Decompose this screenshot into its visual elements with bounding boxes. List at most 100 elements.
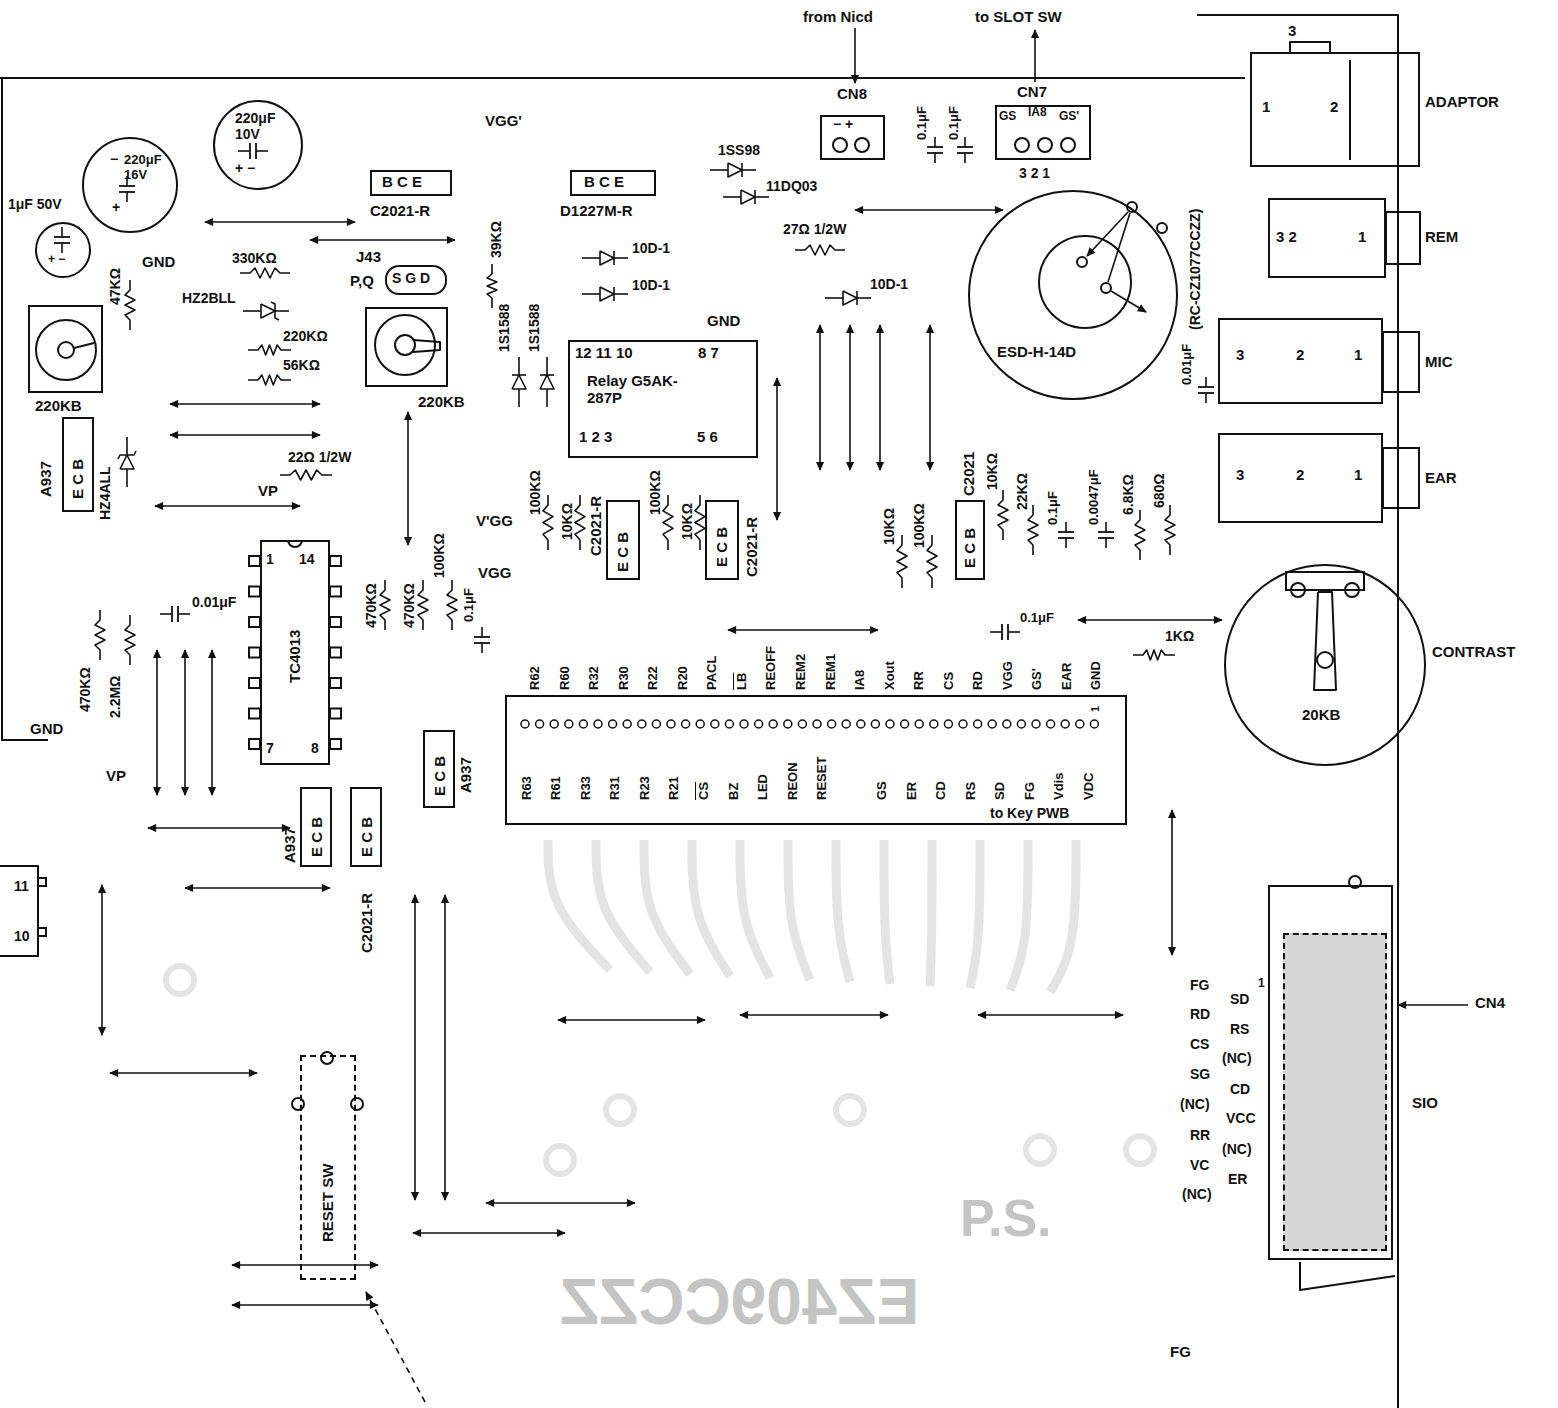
capacitor-lead — [1105, 522, 1107, 532]
trimmer-wiper — [74, 343, 94, 348]
component-text: RD — [971, 671, 984, 690]
double-arrow — [414, 895, 416, 1200]
jack: 12ADAPTOR — [1245, 45, 1505, 170]
part-label: ER — [1228, 1171, 1247, 1187]
component-text: TC4013 — [287, 630, 302, 683]
diode-lead — [126, 469, 128, 487]
component-text: FG — [1023, 782, 1036, 800]
double-arrow — [929, 325, 931, 470]
component-text: 220μF 10V — [235, 110, 281, 142]
part-label: 1SS98 — [718, 142, 760, 158]
part-label: 10D-1 — [632, 277, 670, 293]
component-text: 14 — [299, 551, 315, 567]
component-text: GS' — [1030, 668, 1043, 690]
resistor-symbol — [927, 535, 937, 588]
component-text: 8 — [311, 740, 319, 756]
resistor-symbol — [248, 375, 291, 385]
pale-pad — [606, 1096, 634, 1124]
double-arrow — [776, 378, 778, 520]
part-label: 100KΩ — [912, 503, 926, 548]
diode-lead — [518, 389, 520, 407]
component-text: R30 — [617, 666, 630, 690]
board-edge — [0, 77, 1245, 79]
connector-pin — [623, 720, 631, 728]
component-text: SD — [993, 782, 1006, 800]
part-label: GND — [142, 253, 175, 270]
diode-symbol — [843, 291, 857, 305]
part-label: 10D-1 — [870, 276, 908, 292]
switch-contact — [1157, 223, 1167, 233]
pale-trace — [644, 840, 690, 974]
part-label: V'GG — [476, 512, 513, 529]
diode-symbol — [600, 251, 614, 265]
switch-arm — [1108, 213, 1130, 282]
component-text: R62 — [528, 666, 541, 690]
part-label: 10KΩ — [560, 503, 574, 540]
diode-lead — [742, 169, 756, 171]
component-text: SIO — [1412, 1094, 1438, 1111]
part-label: HZ4ALL — [98, 466, 112, 520]
component-text: C2021-R — [359, 893, 374, 953]
component-text: B C E — [382, 173, 422, 190]
component-text: EAR — [1425, 469, 1457, 486]
jack-plug — [1383, 332, 1419, 392]
component-text: 3 2 1 — [1019, 165, 1050, 181]
component-text: + − — [235, 160, 255, 176]
part-label: VP — [258, 482, 278, 499]
part-label: 470KΩ — [364, 583, 378, 628]
component-text: E C B — [714, 527, 729, 567]
pale-trace — [884, 840, 890, 984]
part-label: 0.1μF — [462, 588, 475, 622]
part-label: 10 — [14, 928, 30, 944]
board-edge — [1197, 15, 1398, 1408]
diode-lead — [755, 196, 769, 198]
part-label: 470KΩ — [78, 667, 92, 712]
connector-strip: R62R60R32R30R22R20PACLLBREOFFREM2REM1IA8… — [500, 595, 1132, 830]
pale-trace — [930, 840, 932, 986]
part-label: SG — [1190, 1066, 1210, 1082]
component-text: GS' — [1059, 110, 1079, 124]
diode-lead — [723, 196, 741, 198]
capacitor-lead — [61, 243, 63, 253]
double-arrow — [310, 239, 455, 241]
component-text: 20KB — [1302, 706, 1340, 723]
part-label: 330KΩ — [232, 250, 277, 266]
ic-pin — [38, 928, 46, 936]
connector-pin — [536, 720, 544, 728]
jack-detail — [1290, 42, 1330, 52]
component-text: B C E — [584, 173, 624, 190]
component-text: R32 — [587, 666, 600, 690]
connector-latch — [1300, 1262, 1395, 1290]
diode-lead — [275, 310, 289, 312]
component-text: 2 — [1330, 98, 1338, 115]
resistor-symbol — [418, 580, 428, 630]
connector-pin — [855, 138, 869, 152]
resistor-symbol — [487, 264, 497, 308]
component-text: REON — [786, 762, 799, 800]
component-text: GND — [1089, 661, 1102, 690]
pot-terminal — [1345, 583, 1359, 597]
part-label: 22KΩ — [1015, 473, 1029, 510]
pale-trace — [1050, 840, 1076, 992]
connector-pin — [594, 720, 602, 728]
part-label: 2.2MΩ — [108, 676, 122, 718]
part-label: (NC) — [1182, 1186, 1212, 1202]
capacitor-lead — [481, 627, 483, 637]
part-label: 220KΩ — [283, 328, 328, 344]
component-text: R33 — [579, 776, 592, 800]
part-label: 680Ω — [1152, 473, 1166, 508]
part-label: 470KΩ — [402, 583, 416, 628]
part-label: 56KΩ — [283, 357, 320, 373]
double-arrow — [156, 650, 158, 795]
part-label: 10KΩ — [680, 503, 694, 540]
connector-pin — [842, 720, 850, 728]
ic-pin — [330, 739, 341, 749]
part-label: 0.0047μF — [1087, 469, 1100, 525]
component-text: 1 — [266, 551, 274, 567]
component-text: 220KB — [418, 393, 465, 410]
capacitor-lead — [160, 613, 172, 615]
capacitor-lead — [481, 643, 483, 653]
double-arrow — [232, 1264, 378, 1266]
diode-symbol — [600, 287, 614, 301]
part-label: 0.1μF — [915, 106, 928, 140]
